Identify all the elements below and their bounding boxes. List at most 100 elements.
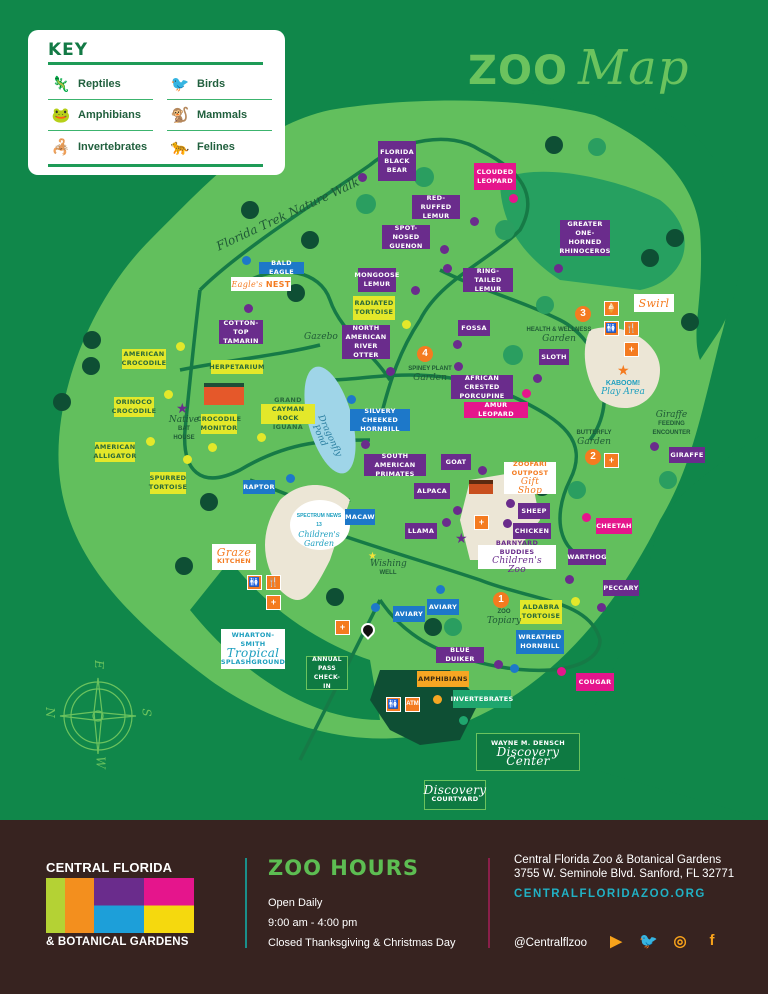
exhibit-florida-black-bear[interactable]: Florida Black Bear (378, 141, 416, 181)
exhibit-aviary-2[interactable]: Aviary (427, 599, 459, 615)
exhibit-ring-tailed-lemur[interactable]: Ring-Tailed Lemur (463, 267, 513, 293)
marker-aviary-2[interactable] (436, 585, 445, 594)
exhibit-crocodile-monitor[interactable]: Crocodile Monitor (196, 414, 242, 434)
giraffe-feeding-label[interactable]: GiraffeFeeding Encounter (652, 410, 691, 437)
exhibit-african-porcupine[interactable]: African Crested Porcupine (451, 374, 513, 400)
zoo-topiary-label[interactable]: ZooTopiary (486, 609, 522, 626)
butterfly-garden-label[interactable]: ButterflyGarden (576, 430, 612, 447)
marker-ring-tailed-lemur[interactable] (443, 264, 452, 273)
marker-aldabra-tortoise[interactable] (571, 597, 580, 606)
restroom-icon[interactable]: 🚻 (386, 697, 401, 712)
exhibit-radiated-tortoise[interactable]: Radiated Tortoise (353, 296, 395, 320)
exhibit-alpaca[interactable]: Alpaca (414, 483, 450, 499)
marker-alpaca[interactable] (453, 506, 462, 515)
marker-sloth[interactable] (533, 374, 542, 383)
zoo-logo[interactable]: CENTRAL FLORIDA & BOTANICAL GARDENS (46, 860, 196, 948)
exhibit-greater-rhinoceros[interactable]: Greater One-Horned Rhinoceros (559, 220, 611, 256)
marker-river-otter[interactable] (386, 367, 395, 376)
exhibit-warthog[interactable]: Warthog (567, 549, 606, 565)
exhibit-american-alligator[interactable]: American Alligator (93, 442, 137, 462)
exhibit-grand-cayman-iguana[interactable]: Grand Cayman Rock Iguana (261, 396, 315, 431)
marker-bald-eagle[interactable] (242, 256, 251, 265)
marker-chicken[interactable] (503, 519, 512, 528)
exhibit-bald-eagle[interactable]: Bald Eagle (259, 259, 304, 276)
marker-sheep[interactable] (506, 499, 515, 508)
marker-amur-leopard[interactable] (522, 389, 531, 398)
marker-american-alligator[interactable] (146, 437, 155, 446)
marker-cougar[interactable] (557, 667, 566, 676)
facebook-icon[interactable]: f (709, 932, 715, 949)
first-aid-icon[interactable]: + (266, 595, 281, 610)
exhibit-peccary[interactable]: Peccary (603, 580, 639, 596)
exhibit-macaw[interactable]: Macaw (345, 509, 375, 525)
exhibit-american-crocodile[interactable]: American Crocodile (121, 349, 167, 369)
youtube-icon[interactable]: ▶ (610, 933, 622, 950)
marker-fossa[interactable] (453, 340, 462, 349)
spiney-garden-label[interactable]: Spiney PlantGarden (408, 366, 452, 383)
first-aid-icon[interactable]: + (624, 342, 639, 357)
exhibit-llama[interactable]: Llama (405, 523, 437, 539)
exhibit-chicken[interactable]: Chicken (513, 523, 551, 539)
marker-red-ruffed-lemur[interactable] (470, 217, 479, 226)
exhibit-aldabra-tortoise[interactable]: Aldabra Tortoise (520, 600, 562, 624)
exhibit-goat[interactable]: Goat (441, 454, 471, 470)
wishing-well-label[interactable]: WishingWell (370, 559, 407, 577)
kaboom-label[interactable]: Kaboom!Play Area (601, 380, 645, 397)
marker-mongoose-lemur[interactable] (411, 286, 420, 295)
marker-llama[interactable] (442, 518, 451, 527)
gift-shop-sign[interactable]: Zoofari OutpostGift Shop (504, 460, 556, 496)
marker-goat[interactable] (478, 466, 487, 475)
exhibit-orinoco-crocodile[interactable]: Orinoco Crocodile (111, 397, 157, 417)
restroom-icon[interactable]: 🚻 (604, 321, 619, 336)
first-aid-icon[interactable]: + (604, 453, 619, 468)
health-garden-label[interactable]: Health & WellnessGarden (526, 327, 592, 344)
exhibit-red-ruffed-lemur[interactable]: Red-Ruffed Lemur (412, 194, 460, 220)
exhibit-invertebrates[interactable]: Invertebrates (451, 690, 513, 708)
marker-wreathed-hornbill[interactable] (510, 664, 519, 673)
marker-grand-cayman-iguana[interactable] (257, 433, 266, 442)
marker-aviary-1[interactable] (371, 603, 380, 612)
marker-greater-rhinoceros[interactable] (554, 264, 563, 273)
exhibit-silvery-hornbill[interactable]: Silvery Cheeked Hornbill (350, 407, 410, 433)
exhibit-aviary-1[interactable]: Aviary (393, 606, 425, 622)
childrens-zoo-sign[interactable]: Barnyard BuddiesChildren's Zoo (478, 539, 556, 575)
first-aid-icon[interactable]: + (335, 620, 350, 635)
exhibit-river-otter[interactable]: North American River Otter (342, 324, 390, 359)
exhibit-amur-leopard[interactable]: Amur Leopard (464, 401, 528, 418)
marker-blue-duiker[interactable] (494, 660, 503, 669)
marker-giraffe[interactable] (650, 442, 659, 451)
marker-florida-black-bear[interactable] (358, 173, 367, 182)
exhibit-sheep[interactable]: Sheep (518, 503, 550, 519)
marker-orinoco-crocodile[interactable] (164, 390, 173, 399)
exhibit-herpetarium[interactable]: Herpetarium (209, 360, 264, 374)
marker-spurred-tortoise[interactable] (183, 455, 192, 464)
exhibit-south-american-primates[interactable]: South American Primates (364, 452, 426, 478)
exhibit-spurred-tortoise[interactable]: Spurred Tortoise (149, 472, 187, 494)
graze-kitchen-sign[interactable]: GrazeKitchen (212, 544, 256, 570)
exhibit-giraffe[interactable]: Giraffe (669, 447, 705, 463)
marker-american-crocodile[interactable] (176, 342, 185, 351)
first-aid-icon[interactable]: + (474, 515, 489, 530)
marker-cotton-top-tamarin[interactable] (244, 304, 253, 313)
annual-pass-checkin[interactable]: Annual Pass Check-In (306, 656, 348, 690)
restroom-icon[interactable]: 🚻 (247, 575, 262, 590)
exhibit-cougar[interactable]: Cougar (576, 673, 614, 691)
exhibit-mongoose-lemur[interactable]: Mongoose Lemur (354, 268, 399, 292)
marker-radiated-tortoise[interactable] (402, 320, 411, 329)
marker-silvery-hornbill[interactable] (347, 395, 356, 404)
exhibit-blue-duiker[interactable]: Blue Duiker (436, 646, 484, 663)
marker-peccary[interactable] (597, 603, 606, 612)
exhibit-cotton-top-tamarin[interactable]: Cotton-Top Tamarin (219, 319, 263, 345)
exhibit-sloth[interactable]: Sloth (539, 349, 569, 365)
marker-south-american-primates[interactable] (361, 440, 370, 449)
dining-icon[interactable]: 🍴 (266, 575, 281, 590)
ice-cream-icon[interactable]: 🍦 (604, 301, 619, 316)
exhibit-amphibians[interactable]: Amphibians (417, 671, 469, 687)
exhibit-wreathed-hornbill[interactable]: Wreathed Hornbill (516, 630, 564, 654)
native-bat-house-label[interactable]: NativeBat House (168, 415, 200, 442)
marker-clouded-leopard[interactable] (509, 194, 518, 203)
twitter-icon[interactable]: 🐦 (639, 933, 658, 950)
atm-icon[interactable]: ATM (405, 697, 420, 712)
exhibit-spot-nosed-guenon[interactable]: Spot-Nosed Guenon (382, 224, 430, 250)
